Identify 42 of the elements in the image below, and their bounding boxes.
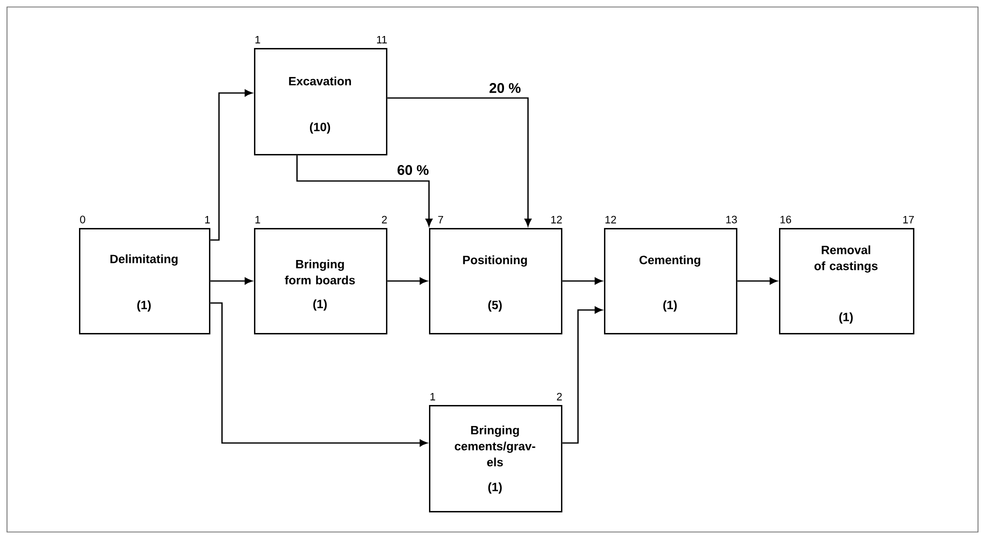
edge-label: 20 % (488, 82, 522, 94)
arrow (296, 155, 432, 226)
node-label: (10) (310, 122, 330, 134)
node-label: (1) (663, 300, 677, 312)
start-time: 1 (430, 393, 436, 400)
process-box: Bringing form boards (1) (254, 228, 388, 334)
arrow (562, 306, 602, 444)
start-time: 0 (80, 216, 86, 224)
node-label: (5) (488, 300, 502, 312)
start-time: 1 (256, 216, 260, 224)
process-box: Cementing (1) (604, 228, 738, 334)
arrow (562, 278, 602, 284)
edge-label: 60 % (396, 164, 430, 176)
end-time: 13 (726, 216, 737, 224)
process-box: Bringing cements/grav-els (1) (429, 405, 562, 512)
start-time: 16 (780, 216, 792, 224)
start-time: 12 (606, 216, 616, 224)
node-label: Cementing (640, 255, 700, 267)
node-label: Excavation (289, 76, 351, 86)
process-box: Positioning (5) (429, 228, 562, 334)
node-label: Positioning (463, 255, 527, 267)
arrow (387, 278, 428, 284)
end-time: 17 (903, 216, 914, 224)
arrow (210, 278, 252, 284)
start-time: 7 (438, 216, 444, 224)
end-time: 11 (377, 36, 387, 44)
arrow (737, 278, 778, 284)
end-time: 2 (556, 392, 562, 400)
node-label: Delimitating (110, 254, 178, 266)
process-box: Removal of castings (1) (779, 228, 914, 334)
arrow (387, 97, 532, 226)
arrow (210, 90, 252, 241)
end-time: 1 (205, 216, 210, 224)
arrow (210, 302, 428, 446)
process-box: Excavation (10) (254, 48, 388, 156)
node-label: Removal of castings (814, 245, 878, 273)
process-box: Delimitating (1) (79, 228, 210, 334)
end-time: 2 (382, 216, 387, 224)
end-time: 12 (551, 216, 562, 224)
node-label: (1) (137, 300, 151, 312)
start-time: 1 (256, 36, 260, 44)
node-label: (1) (839, 312, 853, 324)
